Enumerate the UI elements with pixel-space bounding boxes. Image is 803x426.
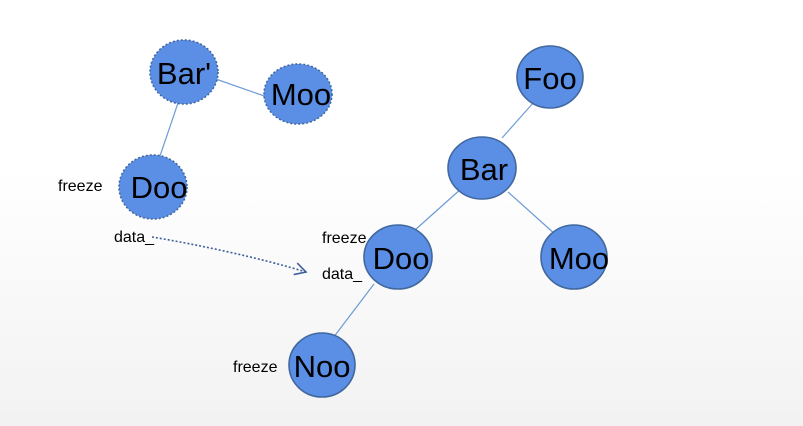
node-bar: Bar bbox=[447, 136, 517, 200]
node-moo-left-label: Moo bbox=[271, 77, 331, 112]
node-moo-right-label: Moo bbox=[549, 241, 609, 276]
data-pointer-arrow bbox=[151, 236, 308, 276]
node-moo-left: Moo bbox=[263, 63, 333, 125]
node-noo: Noo bbox=[288, 332, 356, 398]
node-doo-left-circle bbox=[118, 154, 188, 220]
node-doo-right: Doo bbox=[363, 224, 433, 290]
node-bar-label: Bar bbox=[460, 152, 508, 187]
node-foo: Foo bbox=[516, 45, 584, 109]
edge-bar-doo bbox=[414, 187, 463, 231]
edge-barprime-moo bbox=[209, 76, 271, 99]
right-doo-data-label: data_ bbox=[322, 266, 363, 283]
edge-barprime-doo bbox=[159, 102, 179, 157]
node-doo-right-circle bbox=[363, 224, 433, 290]
edge-foo-bar bbox=[501, 101, 535, 139]
left-doo-data-label: data_ bbox=[114, 229, 155, 246]
left-doo-freeze-label: freeze bbox=[58, 178, 103, 195]
edge-doo-noo bbox=[332, 283, 375, 339]
right-doo-freeze-label: freeze bbox=[322, 230, 367, 247]
node-doo-left: Doo bbox=[118, 154, 188, 220]
node-foo-circle bbox=[516, 45, 584, 109]
node-bar-circle bbox=[447, 136, 517, 200]
node-doo-right-label: Doo bbox=[373, 241, 430, 276]
node-foo-label: Foo bbox=[523, 61, 576, 96]
node-moo-right: Moo bbox=[540, 224, 609, 290]
node-bar-prime-label: Bar' bbox=[157, 56, 211, 91]
node-noo-label: Noo bbox=[294, 349, 351, 384]
noo-freeze-label: freeze bbox=[233, 359, 278, 376]
node-moo-right-circle bbox=[540, 224, 608, 290]
node-moo-left-circle bbox=[263, 63, 333, 125]
node-noo-circle bbox=[288, 332, 356, 398]
node-bar-prime-circle bbox=[149, 39, 219, 105]
edge-bar-moo bbox=[507, 191, 557, 236]
node-doo-left-label: Doo bbox=[131, 170, 188, 205]
node-bar-prime: Bar' bbox=[149, 39, 219, 105]
